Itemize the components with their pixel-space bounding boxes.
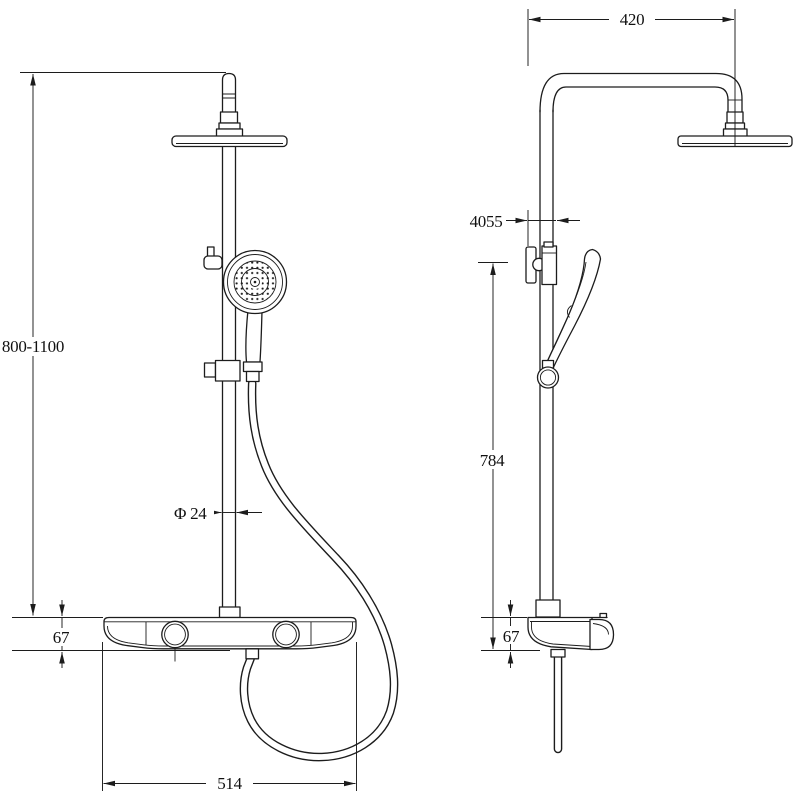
rain-shower-head-front [171, 111, 288, 148]
dim-front-height-label: 800-1100 [2, 337, 64, 356]
hand-shower-side [536, 248, 602, 389]
hose-outlet [245, 648, 260, 660]
shower-hose-front [239, 379, 399, 762]
dim-side-bar-length-label: 784 [480, 451, 505, 470]
temperature-knob [161, 620, 189, 649]
shower-hose-side [550, 648, 566, 754]
thermostat-tray-front [103, 606, 357, 662]
hose-nut [242, 361, 263, 373]
dim-side-bracket-label: 4055 [470, 212, 503, 231]
dim-front-tray-height-label: 67 [53, 628, 70, 647]
dimension-annotations: 800-1100 67 Φ 24 514 420 4055 784 67 [2, 9, 736, 793]
slider-clamp-front [203, 359, 241, 382]
dim-side-arm-reach-label: 420 [620, 10, 645, 29]
diverter-handle [589, 618, 615, 651]
front-view [103, 72, 399, 762]
dim-front-tray-width-label: 514 [217, 774, 242, 793]
dim-side-tray-height-label: 67 [503, 627, 520, 646]
wall-bracket-side [525, 241, 558, 286]
wall-bracket-front [203, 246, 223, 270]
flow-knob [272, 620, 300, 649]
hand-shower-front [222, 249, 288, 383]
thermostat-tray-side [527, 599, 615, 651]
hand-shower-handle [245, 309, 263, 363]
dim-front-pipe-diameter-label: Φ 24 [174, 504, 207, 523]
